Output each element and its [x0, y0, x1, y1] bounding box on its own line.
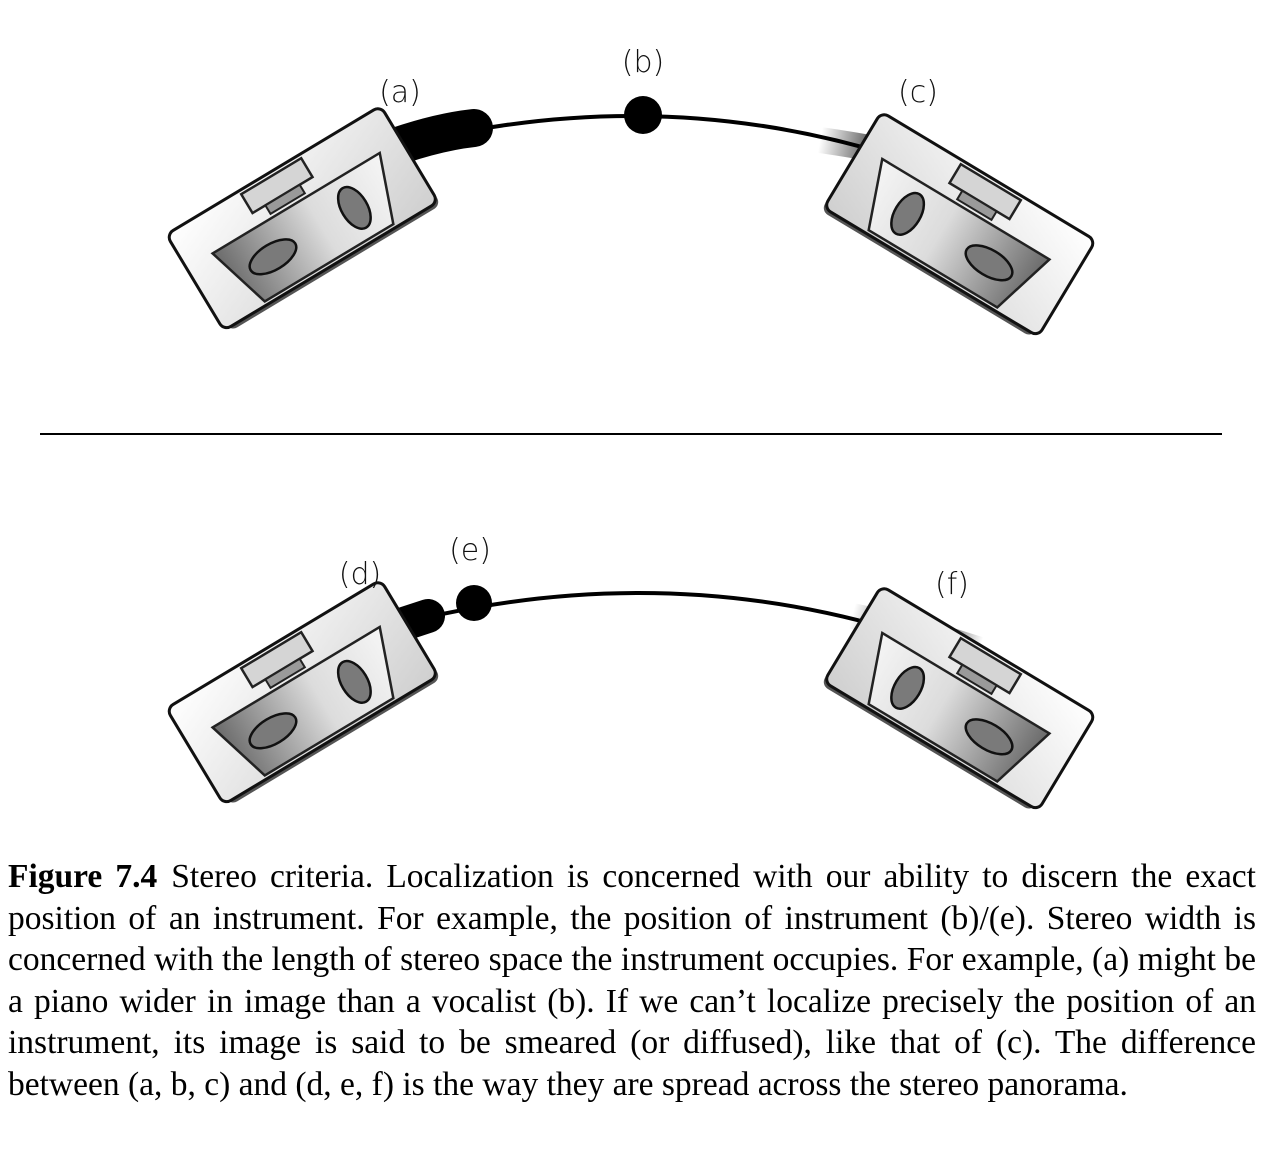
figure-label: Figure 7.4 — [8, 858, 158, 895]
source-b — [624, 96, 662, 134]
speaker-icon — [164, 103, 443, 336]
label-a: (a) — [379, 75, 421, 110]
label-b: (b) — [622, 45, 664, 80]
label-f: (f) — [935, 567, 969, 602]
label-e: (e) — [449, 533, 491, 568]
label-c: (c) — [898, 75, 938, 110]
caption-text: Stereo criteria. Localization is concern… — [8, 858, 1256, 1103]
speaker-icon — [819, 109, 1098, 342]
bottom-diagram: (d) (e) (f) — [164, 533, 1098, 816]
speaker-icon — [164, 577, 443, 810]
top-diagram: (a) (b) (c) — [164, 45, 1098, 342]
stereo-criteria-diagram: (a) (b) (c) (d) (e) (f) — [40, 45, 1222, 816]
speaker-icon — [819, 583, 1098, 816]
source-e — [456, 585, 492, 621]
label-d: (d) — [339, 557, 381, 592]
